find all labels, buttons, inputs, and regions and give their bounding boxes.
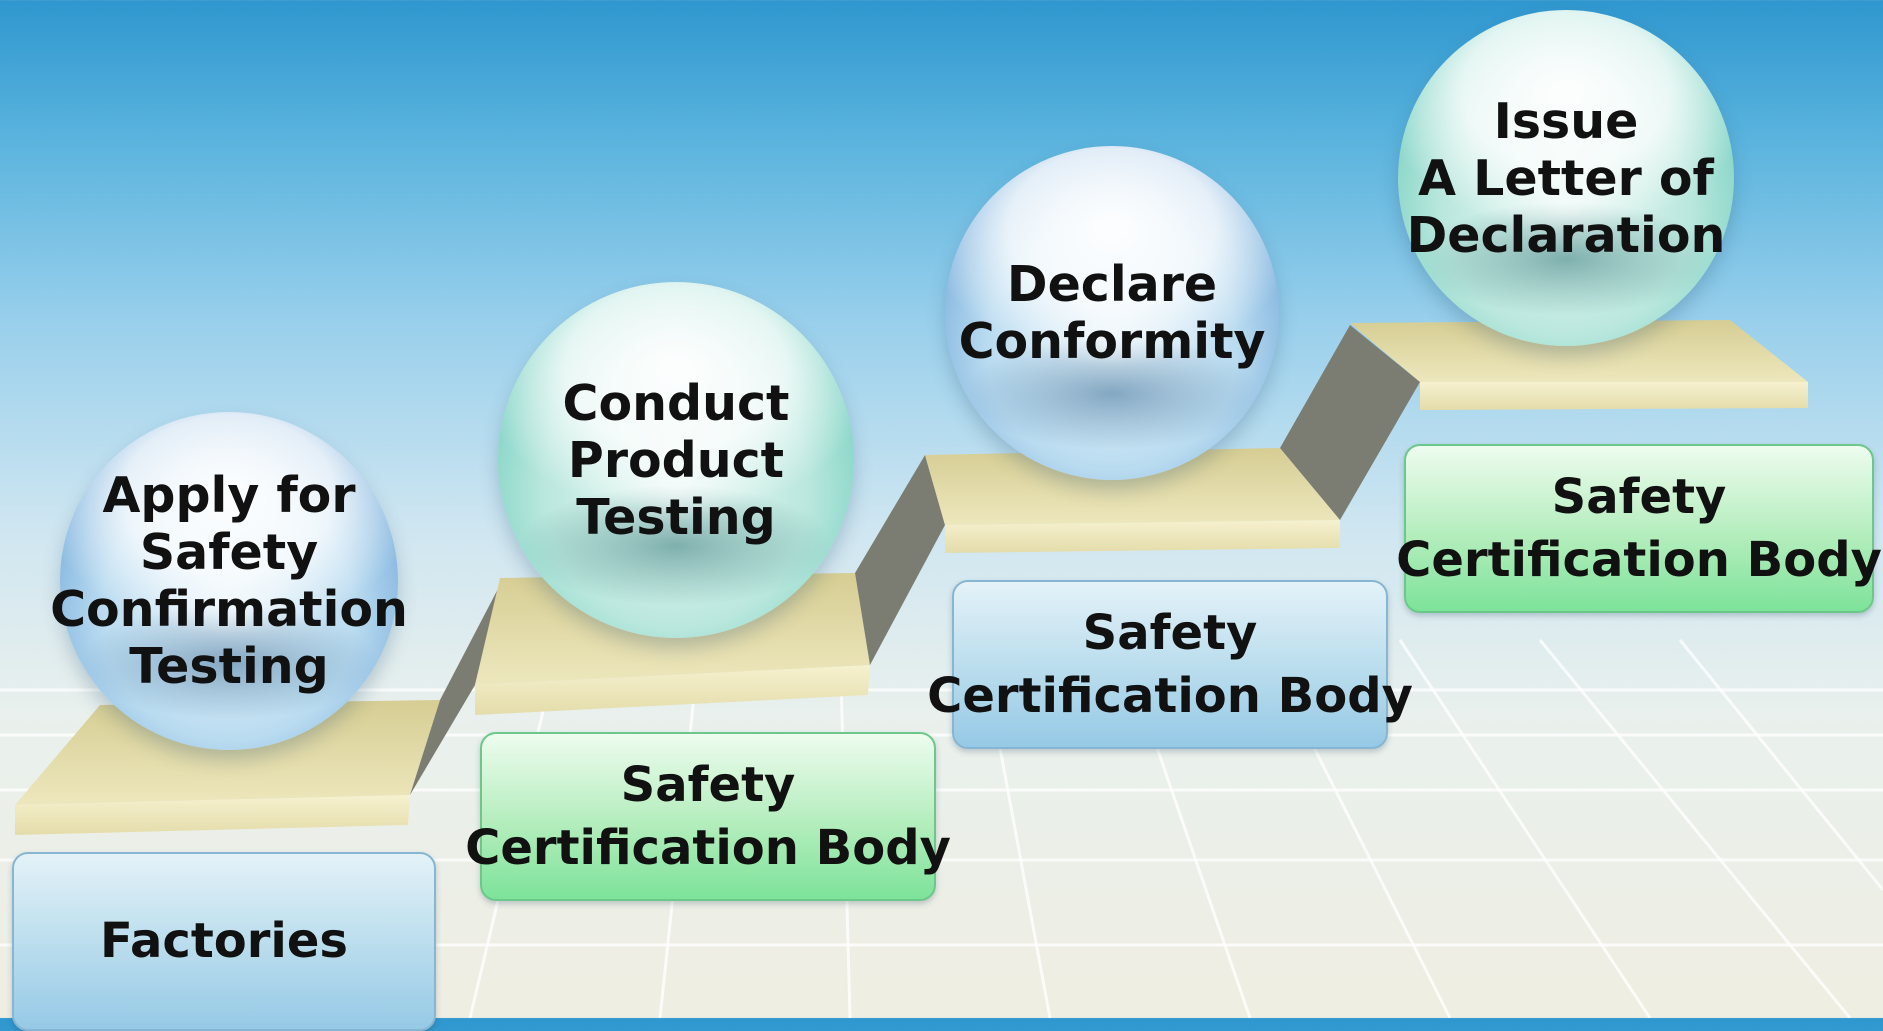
step-4-sphere: Issue A Letter of Declaration xyxy=(1398,10,1734,346)
step-2-actor-box: Safety Certification Body xyxy=(465,732,951,901)
staircase xyxy=(15,320,1808,835)
step-1-front xyxy=(15,795,410,835)
step-3-label-line: Conformity xyxy=(958,313,1266,370)
step-4-label-line: Issue xyxy=(1493,92,1639,150)
step-2-label-line: Conduct xyxy=(562,374,790,432)
step-3-actor-box: Safety Certification Body xyxy=(927,580,1413,749)
step-2-label-line: Testing xyxy=(576,488,776,546)
step-4-label-line: A Letter of xyxy=(1418,149,1714,207)
riser-3 xyxy=(1280,325,1420,520)
step-1-label-line: Apply for xyxy=(102,467,356,524)
step-1-label-line: Testing xyxy=(129,638,329,695)
step-2-actor-line: Safety xyxy=(620,756,796,813)
step-4-front xyxy=(1420,382,1808,410)
step-1-label-line: Safety xyxy=(139,524,319,581)
riser-1 xyxy=(410,585,500,795)
step-2-sphere: Conduct Product Testing xyxy=(498,282,854,638)
step-4-actor-line: Certification Body xyxy=(1396,531,1882,588)
step-1-top xyxy=(15,700,440,805)
step-3-actor-line: Safety xyxy=(1082,604,1258,661)
step-3-front xyxy=(945,520,1340,553)
step-1-sphere: Apply for Safety Confirmation Testing xyxy=(50,412,408,750)
step-4-label-line: Declaration xyxy=(1406,206,1726,264)
step-1-label-line: Confirmation xyxy=(50,581,408,638)
step-4-top xyxy=(1350,320,1808,382)
step-3-label-line: Declare xyxy=(1006,256,1218,313)
step-1-actor-box: Factories xyxy=(12,852,436,1031)
step-2-actor-line: Certification Body xyxy=(465,819,951,876)
step-3-sphere: Declare Conformity xyxy=(945,146,1279,480)
riser-2 xyxy=(855,455,945,665)
step-2-front xyxy=(475,665,870,715)
step-4-actor-line: Safety xyxy=(1551,468,1727,525)
step-3-top xyxy=(925,448,1340,525)
step-3-actor-line: Certification Body xyxy=(927,667,1413,724)
step-2-label-line: Product xyxy=(567,431,785,489)
step-1-actor-line: Factories xyxy=(100,913,348,969)
step-4-actor-box: Safety Certification Body xyxy=(1396,444,1882,613)
